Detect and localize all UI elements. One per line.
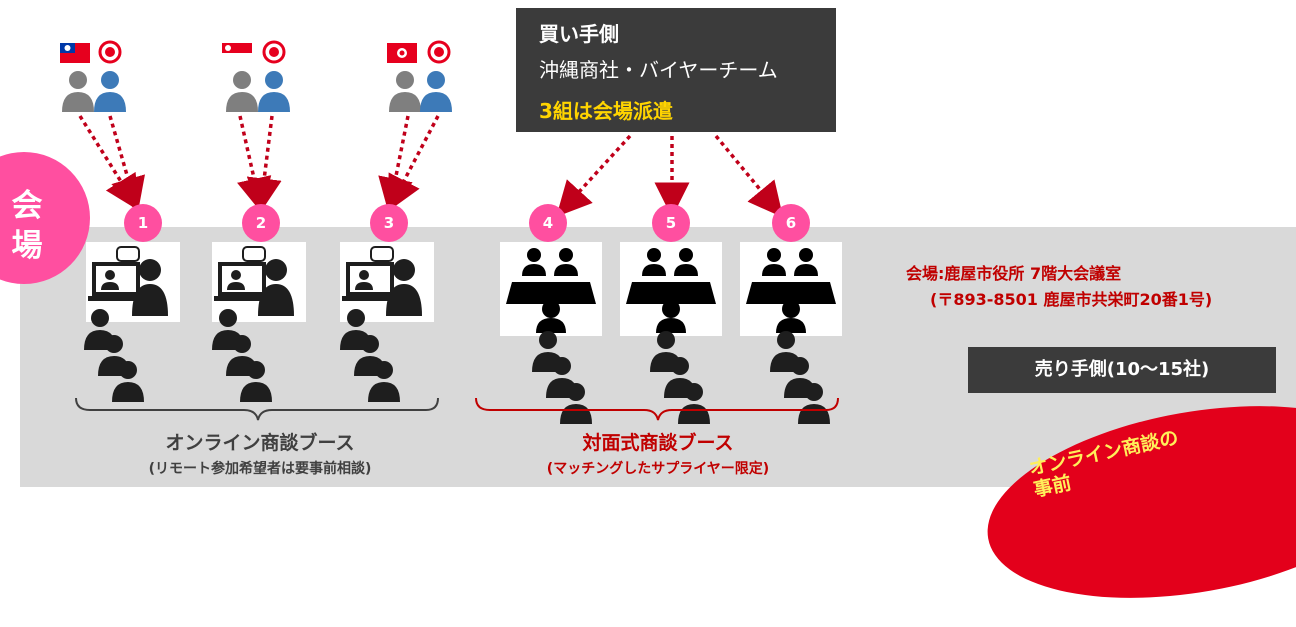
venue-badge-label: 会 場 bbox=[11, 188, 43, 264]
booth-number-1: 1 bbox=[124, 204, 162, 242]
buyer-title: 買い手側 bbox=[539, 22, 619, 46]
onsite-section-note: (マッチングしたサプライヤー限定) bbox=[546, 461, 770, 477]
location-line1: 会場:鹿屋市役所 7階大会議室 bbox=[906, 264, 1122, 283]
japan-icon bbox=[262, 40, 286, 64]
seller-group-icon bbox=[340, 309, 400, 402]
diagram-graphics bbox=[62, 71, 842, 487]
booth-number-2: 2 bbox=[242, 204, 280, 242]
seller-badge: 売り手側(10〜15社) bbox=[968, 347, 1276, 393]
booth-number-3: 3 bbox=[370, 204, 408, 242]
meeting-table-icon bbox=[746, 248, 836, 333]
booth-number-6: 6 bbox=[772, 204, 810, 242]
meeting-table-icon bbox=[506, 248, 596, 333]
remote-pair-2 bbox=[226, 71, 290, 112]
buyer-highlight: 3組は会場派遣 bbox=[539, 99, 673, 123]
seller-group-icon bbox=[212, 309, 272, 402]
hongkong-flag-icon bbox=[387, 43, 417, 63]
remote-pair-3 bbox=[389, 71, 452, 112]
laptop-meeting-icon bbox=[342, 246, 422, 316]
japan-icon bbox=[98, 40, 122, 64]
taiwan-flag-icon bbox=[60, 43, 90, 63]
booth-number-5: 5 bbox=[652, 204, 690, 242]
seller-group-icon bbox=[84, 309, 144, 402]
meeting-table-icon bbox=[626, 248, 716, 333]
online-bracket bbox=[75, 397, 439, 421]
laptop-meeting-icon bbox=[88, 246, 168, 316]
singapore-flag-icon bbox=[222, 43, 252, 63]
buyer-subtitle: 沖縄商社・バイヤーチーム bbox=[539, 58, 778, 82]
laptop-meeting-icon bbox=[214, 246, 294, 316]
buyer-box bbox=[516, 8, 836, 132]
japan-icon bbox=[427, 40, 451, 64]
location-line2: (〒893-8501 鹿屋市共栄町20番1号) bbox=[930, 290, 1213, 309]
remote-pair-1 bbox=[62, 71, 126, 112]
onsite-bracket bbox=[475, 397, 839, 421]
online-section-title: オンライン商談ブース bbox=[165, 432, 355, 454]
booth-number-4: 4 bbox=[529, 204, 567, 242]
onsite-section-title: 対面式商談ブース bbox=[582, 432, 734, 454]
online-section-note: (リモート参加希望者は要事前相談) bbox=[148, 461, 372, 477]
